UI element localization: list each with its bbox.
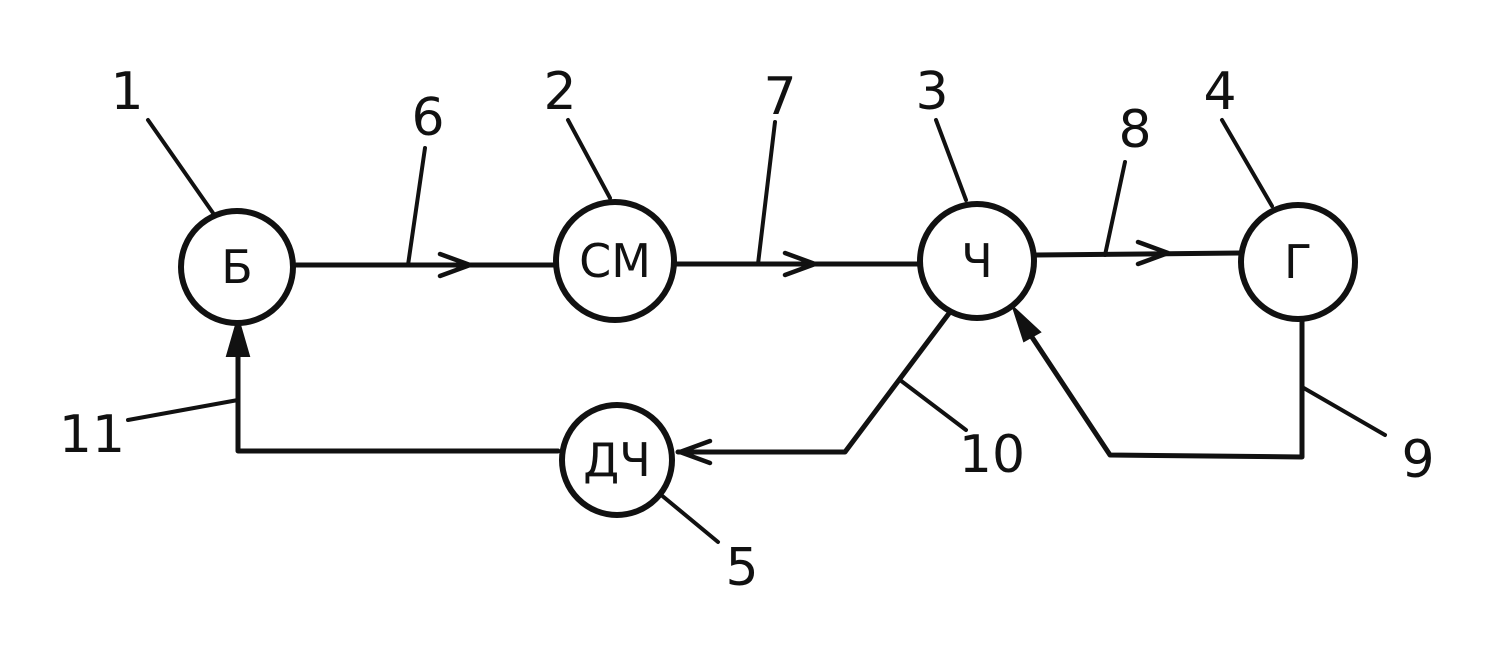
- node-g-label: Г: [1284, 235, 1312, 289]
- callout-8: 8: [1118, 100, 1151, 160]
- leader-4: [1220, 118, 1274, 208]
- arrow-head-edge-7: [782, 250, 818, 278]
- arrow-head-edge-6: [437, 251, 473, 279]
- leader-6: [406, 146, 427, 267]
- leader-3: [934, 118, 968, 202]
- node-dch-label: ДЧ: [583, 433, 650, 487]
- edge-ch-to-dch: [675, 309, 953, 455]
- leader-8: [1103, 160, 1127, 257]
- callout-10: 10: [959, 425, 1025, 485]
- leader-1: [146, 118, 215, 215]
- node-b: Б: [178, 208, 296, 326]
- node-g: Г: [1238, 202, 1358, 322]
- arrow-head-edge-11: [225, 314, 251, 357]
- callout-9: 9: [1401, 430, 1434, 490]
- leader-11: [126, 398, 240, 422]
- callout-4: 4: [1203, 62, 1236, 122]
- leader-10: [898, 378, 968, 432]
- callout-2: 2: [543, 62, 576, 122]
- callout-11: 11: [59, 405, 125, 465]
- arrow-head-edge-10: [677, 438, 713, 466]
- node-cm-label: СМ: [579, 234, 651, 288]
- node-b-label: Б: [221, 240, 253, 294]
- callout-3: 3: [915, 62, 948, 122]
- arrow-head-edge-8: [1135, 239, 1171, 267]
- callout-7: 7: [763, 67, 796, 127]
- edge-dch-to-b: [235, 327, 561, 454]
- leader-7: [756, 120, 777, 266]
- node-ch: Ч: [917, 201, 1037, 321]
- edge-g-to-ch: [1015, 313, 1305, 460]
- callout-1: 1: [110, 62, 143, 122]
- leader-2: [566, 118, 612, 200]
- leader-9: [1300, 385, 1387, 437]
- callout-6: 6: [411, 88, 444, 148]
- arrow-head-edge-9: [1010, 303, 1042, 343]
- callout-5: 5: [725, 538, 758, 598]
- node-cm: СМ: [553, 199, 677, 323]
- node-dch: ДЧ: [559, 402, 675, 518]
- node-ch-label: Ч: [961, 234, 993, 288]
- edge-ch-to-g: [1033, 250, 1243, 258]
- leader-5: [658, 492, 720, 544]
